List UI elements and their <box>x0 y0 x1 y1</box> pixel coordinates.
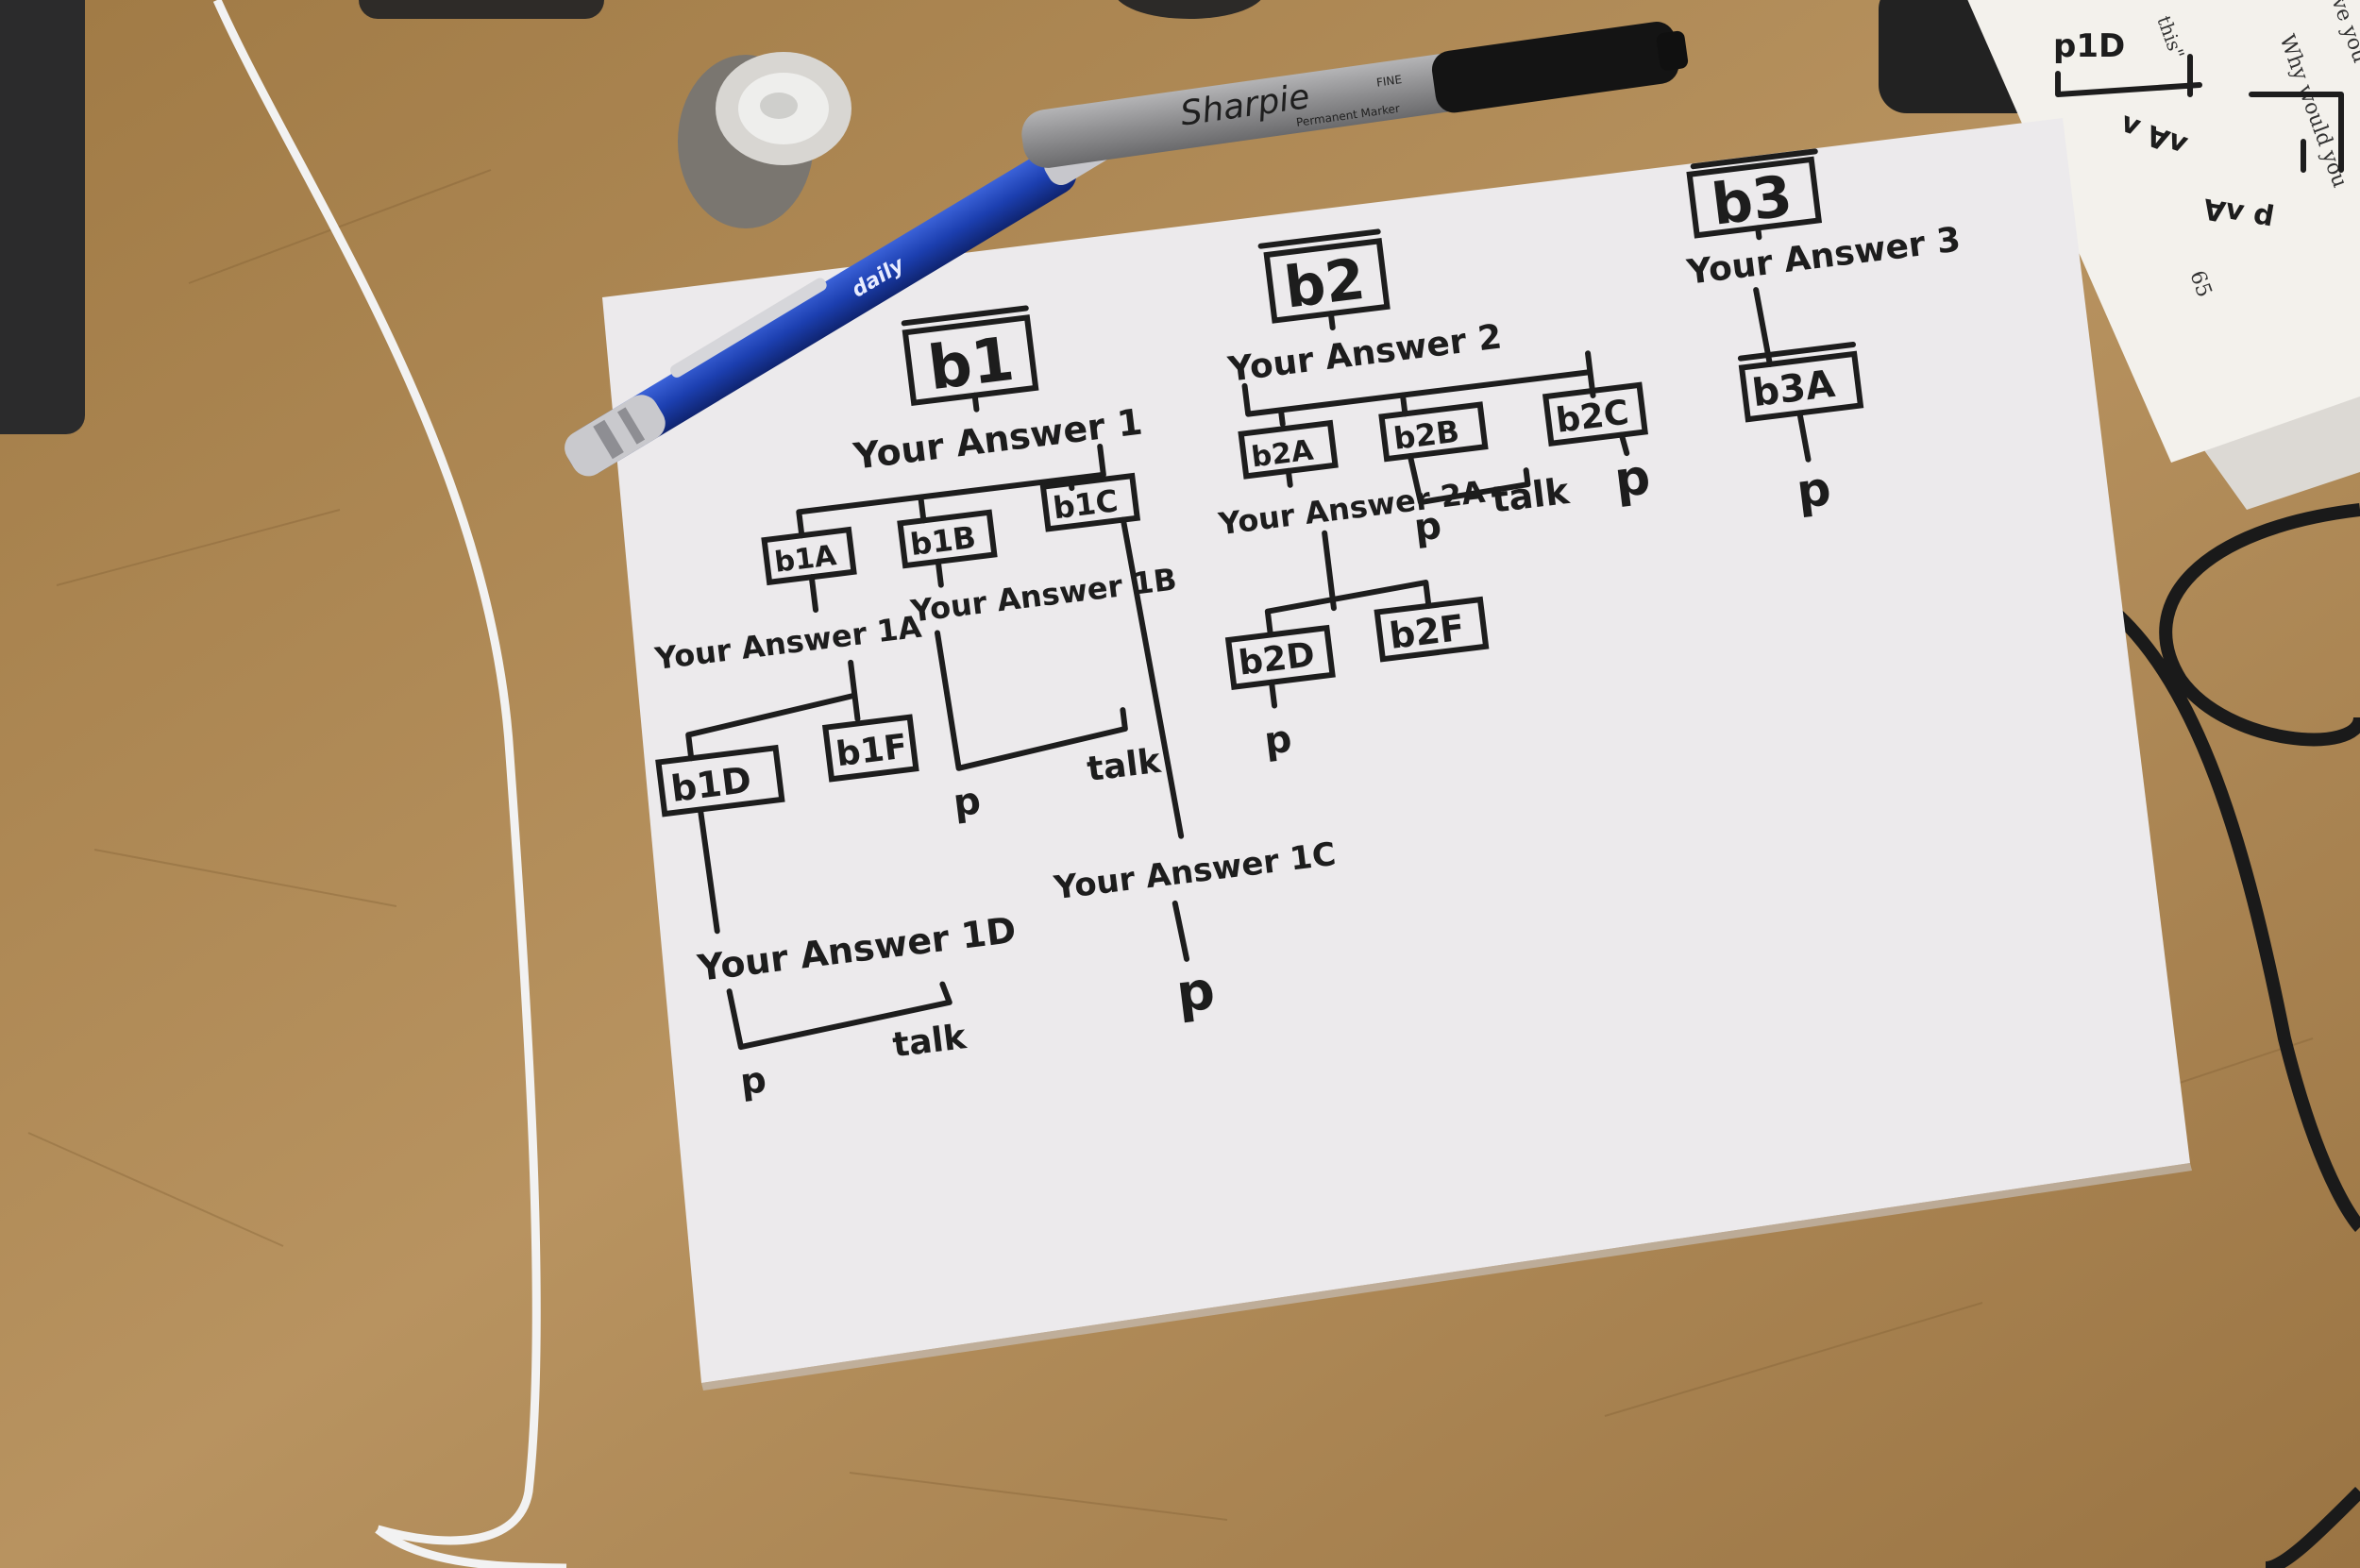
device-top-right <box>1118 0 1261 19</box>
device-top <box>359 0 604 19</box>
b1A-label: b1A <box>773 539 839 580</box>
b2C-p: p <box>1611 448 1653 509</box>
b2B-talk: talk <box>1490 470 1573 521</box>
black-cable <box>2100 503 2360 1568</box>
book: this" Why would you ve you 65 p1D ʌA ʌ p… <box>1967 0 2360 510</box>
b2D-box <box>1224 624 1336 690</box>
paper-sheet <box>602 118 2190 1383</box>
b2B-label: b2B <box>1391 413 1461 457</box>
b1C-box <box>1039 472 1141 532</box>
b2D-label: b2D <box>1237 635 1317 683</box>
b3A-p: p <box>1794 461 1834 519</box>
b1B-box <box>897 509 998 569</box>
b1F-label: b1F <box>834 727 909 774</box>
b2F-box <box>1374 596 1490 663</box>
b2A-label: b2A <box>1250 434 1316 475</box>
white-cap <box>678 52 851 228</box>
b3-label: b3 <box>1709 163 1796 239</box>
book-hand-1: p1D <box>2053 27 2125 65</box>
b1B-talk: talk <box>1085 742 1163 789</box>
b1B-label: b1B <box>908 519 978 563</box>
b2F-label: b2F <box>1387 607 1466 657</box>
b1D-talk: talk <box>890 1018 969 1065</box>
device-left <box>0 0 85 434</box>
b2D-p: p <box>1262 717 1294 764</box>
b2B-box <box>1378 401 1489 463</box>
marker-tip-label: FINE <box>1375 73 1403 90</box>
b1B-p: p <box>951 779 983 825</box>
blue-pen: daily <box>565 111 1154 477</box>
b2-label: b2 <box>1281 246 1369 322</box>
b1D-label: b1D <box>668 759 753 810</box>
b1D-p: p <box>738 1058 768 1103</box>
b2C-label: b2C <box>1554 394 1631 441</box>
b3A-box <box>1738 350 1864 423</box>
b1C-label: b1C <box>1052 482 1121 526</box>
b1-label: b1 <box>924 325 1018 404</box>
b1F-box <box>821 714 919 783</box>
b1D-box <box>655 744 785 818</box>
b3A-label: b3A <box>1750 362 1837 415</box>
b2C-box <box>1542 381 1648 447</box>
b1C-p: p <box>1173 960 1219 1025</box>
white-cable <box>212 0 541 1545</box>
b2B-p: p <box>1412 504 1444 550</box>
